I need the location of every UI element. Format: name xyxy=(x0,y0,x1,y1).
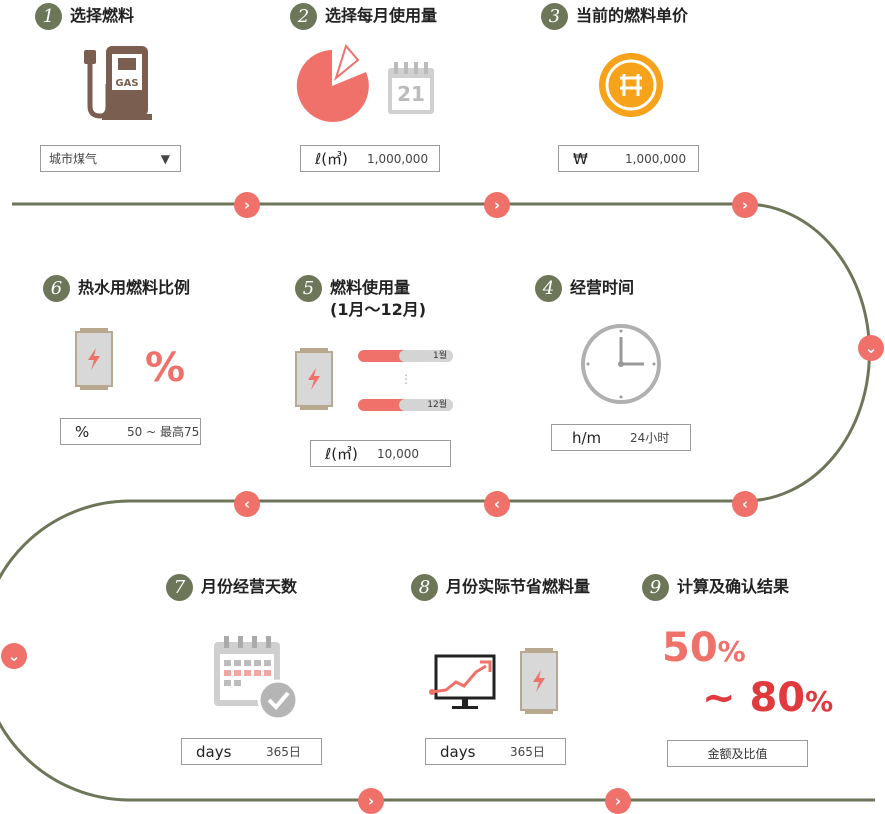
next-arrow-8[interactable]: › xyxy=(605,788,631,814)
calendar-icon xyxy=(388,62,434,114)
hot-water-ratio-input[interactable]: % 50 ~ 最高75 xyxy=(60,418,201,445)
unit-label: % xyxy=(75,422,90,441)
saved-fuel-input[interactable]: days 365日 xyxy=(425,738,566,765)
step-title: 选择每月使用量 xyxy=(325,6,438,25)
clock-icon xyxy=(581,324,661,404)
unit-label: ℓ(㎥) xyxy=(315,150,348,168)
usage-value: 10,000 xyxy=(377,446,419,461)
prev-arrow-4[interactable]: ‹ xyxy=(732,491,758,517)
fuel-usage-input[interactable]: ℓ(㎥) 10,000 xyxy=(310,440,451,467)
battery-icon xyxy=(520,648,558,714)
step-7-header: 7 月份经营天数 xyxy=(166,574,297,601)
prev-arrow-6[interactable]: ‹ xyxy=(234,491,260,517)
step-9-header: 9 计算及确认结果 xyxy=(642,574,789,601)
percent-sign: % xyxy=(717,635,746,668)
monthly-days-input[interactable]: days 365日 xyxy=(181,738,322,765)
monthly-usage-input[interactable]: ℓ(㎥) 1,000,000 xyxy=(300,145,440,172)
days-value: 365日 xyxy=(266,745,301,759)
step-2-header: 2 选择每月使用量 xyxy=(290,3,437,30)
fuel-select[interactable]: 城市煤气 ▼ xyxy=(40,145,181,172)
result-low: 50% xyxy=(662,626,746,674)
percent-sign: % xyxy=(805,685,834,718)
result-low-value: 50 xyxy=(662,625,718,671)
won-coin-icon xyxy=(599,53,663,117)
result-high-value: ~ 80 xyxy=(702,675,806,721)
step-number: 8 xyxy=(411,574,438,601)
amount-ratio-button[interactable]: 金额及比值 xyxy=(667,740,808,767)
next-arrow-2[interactable]: › xyxy=(484,192,510,218)
prev-arrow-5[interactable]: ‹ xyxy=(484,491,510,517)
step-5-header: 5 燃料使用量 (1月～12月) xyxy=(295,275,426,320)
step-number: 7 xyxy=(166,574,193,601)
fuel-select-value: 城市煤气 xyxy=(49,152,98,166)
step-6-header: 6 热水用燃料比例 xyxy=(43,275,190,302)
step-number: 4 xyxy=(535,275,562,302)
ratio-value: 50 ~ 最高75 xyxy=(127,425,200,439)
step-3-header: 3 当前的燃料单价 xyxy=(541,3,688,30)
days-value: 365日 xyxy=(510,745,545,759)
unit-price-input[interactable]: ₩ 1,000,000 xyxy=(558,145,699,172)
dots-separator: ⋮ xyxy=(400,372,412,386)
unit-label: h/m xyxy=(572,428,602,447)
result-high: ~ 80% xyxy=(702,676,833,724)
price-value: 1,000,000 xyxy=(625,151,687,166)
time-value: 24小时 xyxy=(630,431,670,445)
step-number: 6 xyxy=(43,275,70,302)
step-title: 燃料使用量 xyxy=(330,278,411,297)
monitor-chart-icon xyxy=(429,654,496,709)
percent-symbol: % xyxy=(145,345,186,391)
step-title: 热水用燃料比例 xyxy=(78,278,191,297)
pie-chart-icon xyxy=(296,43,369,122)
battery-icon xyxy=(75,328,113,390)
step-title: 月份经营天数 xyxy=(201,577,298,596)
usage-bar-dec: 12월 xyxy=(358,399,453,411)
down-arrow-left[interactable]: ⌄ xyxy=(1,643,27,669)
svg-text:GAS: GAS xyxy=(115,78,138,89)
battery-icon xyxy=(295,348,333,410)
step-1-header: 1 选择燃料 xyxy=(35,3,134,30)
next-arrow-3[interactable]: › xyxy=(732,192,758,218)
step-title: 当前的燃料单价 xyxy=(576,6,689,25)
down-arrow-right[interactable]: ⌄ xyxy=(858,335,884,361)
step-number: 9 xyxy=(642,574,669,601)
step-number: 2 xyxy=(290,3,317,30)
calendar-check-icon xyxy=(214,636,299,721)
step-title: 经营时间 xyxy=(570,278,635,297)
step-4-header: 4 经营时间 xyxy=(535,275,634,302)
currency-label: ₩ xyxy=(573,149,588,168)
usage-value: 1,000,000 xyxy=(367,151,429,166)
gas-pump-icon: GAS xyxy=(84,46,152,120)
step-number: 1 xyxy=(35,3,62,30)
step-number: 3 xyxy=(541,3,568,30)
unit-label: ℓ(㎥) xyxy=(325,445,358,463)
step-title: 月份实际节省燃料量 xyxy=(446,577,591,596)
step-title: 选择燃料 xyxy=(70,6,135,25)
bar-label: 12월 xyxy=(399,399,453,411)
operating-time-input[interactable]: h/m 24小时 xyxy=(551,424,691,451)
usage-bar-jan: 1월 xyxy=(358,350,453,362)
next-arrow-1[interactable]: › xyxy=(234,192,260,218)
chevron-down-icon: ▼ xyxy=(160,151,170,166)
step-8-header: 8 月份实际节省燃料量 xyxy=(411,574,590,601)
bar-label: 1월 xyxy=(399,350,453,362)
step-subtitle: (1月～12月) xyxy=(330,300,427,319)
calendar-day: 21 xyxy=(397,82,425,106)
unit-label: days xyxy=(440,742,476,761)
unit-label: days xyxy=(196,742,232,761)
next-arrow-7[interactable]: › xyxy=(358,788,384,814)
step-title: 计算及确认结果 xyxy=(677,577,790,596)
step-number: 5 xyxy=(295,275,322,302)
